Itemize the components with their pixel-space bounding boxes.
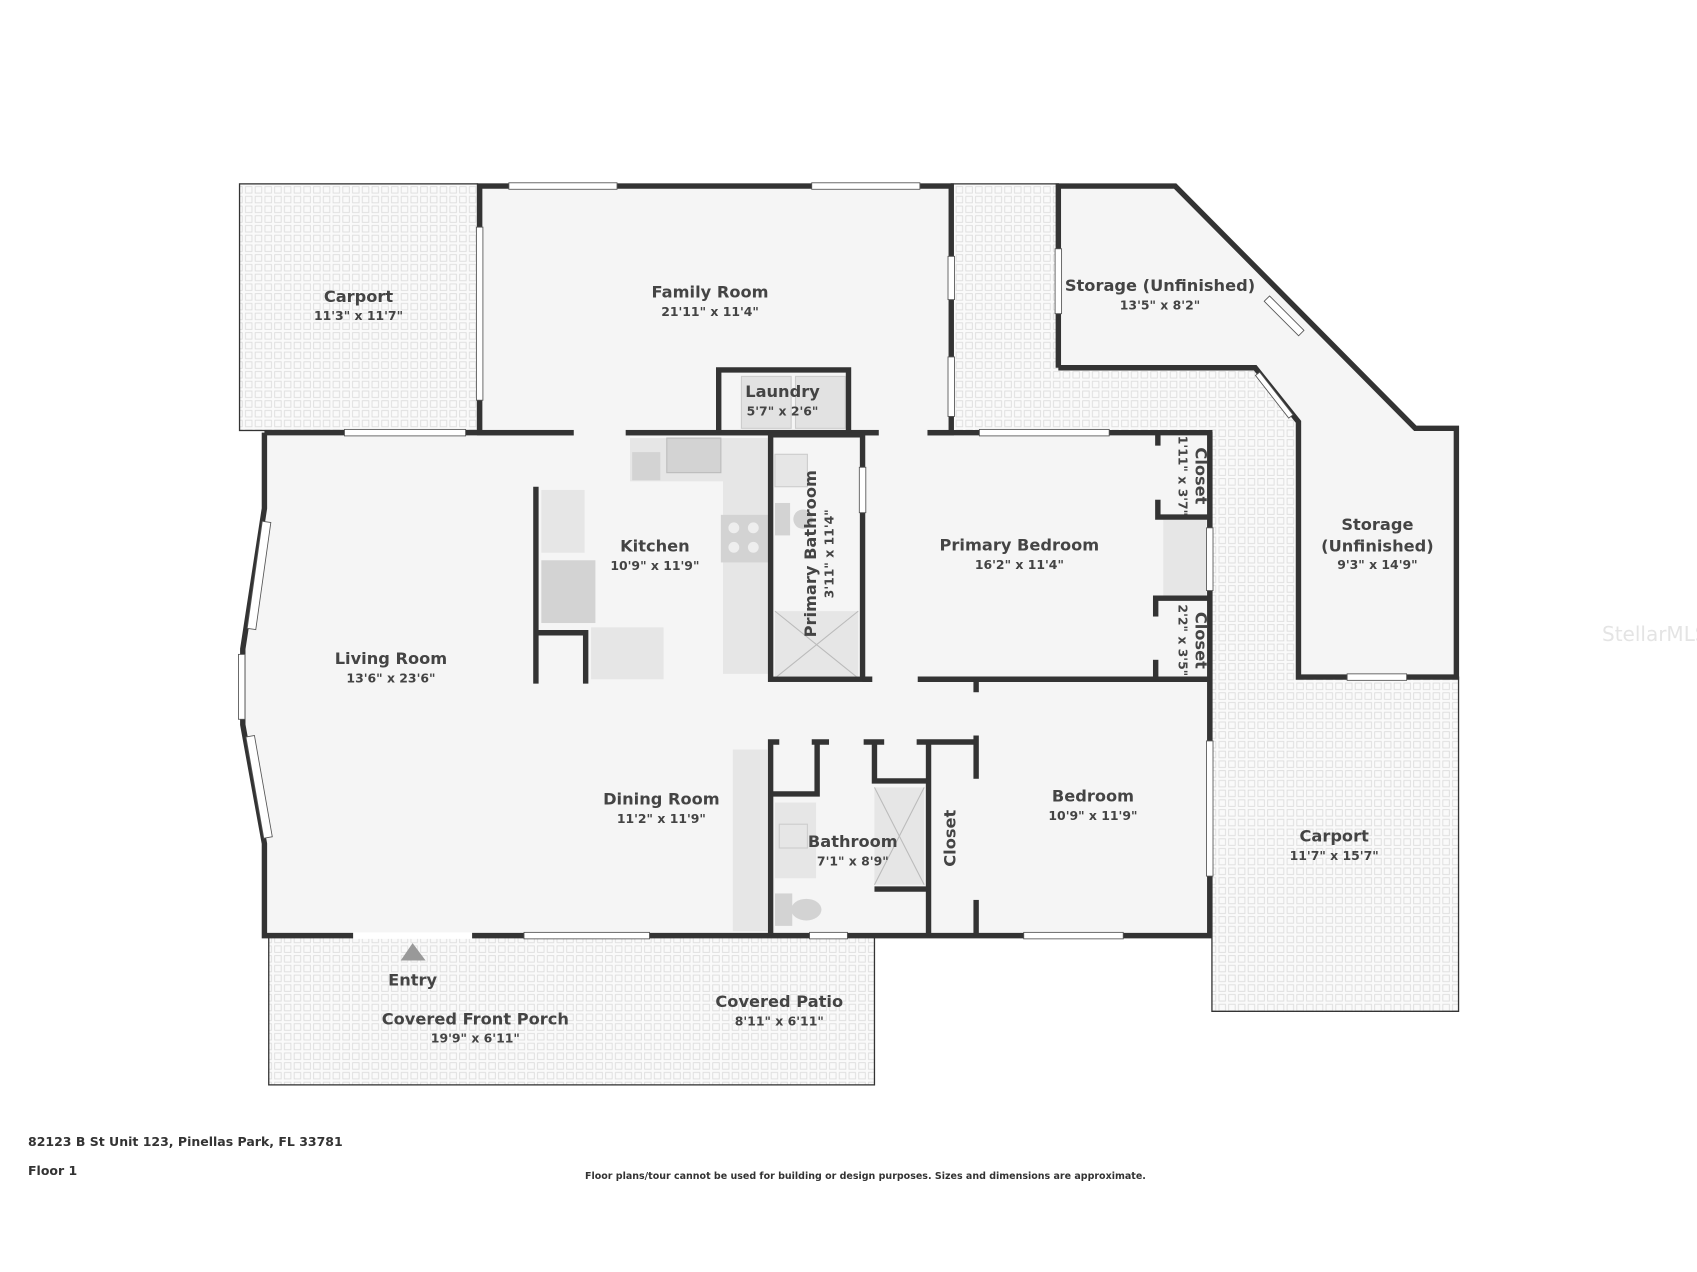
kitchen-label: Kitchen (620, 537, 690, 556)
storage-right-label: Storage (1341, 515, 1413, 534)
dining-room-label: Dining Room (603, 790, 720, 809)
carport-left-label: Carport (324, 287, 394, 306)
floor-label: Floor 1 (28, 1163, 78, 1178)
svg-text:3'11" x 11'4": 3'11" x 11'4" (821, 509, 836, 598)
svg-text:7'1" x 8'9": 7'1" x 8'9" (817, 853, 889, 868)
storage-top-label: Storage (Unfinished) (1065, 276, 1255, 295)
svg-text:21'11" x 11'4": 21'11" x 11'4" (661, 304, 759, 319)
bathroom-label: Bathroom (808, 832, 898, 851)
primary-bedroom-label: Primary Bedroom (940, 536, 1100, 555)
address: 82123 B St Unit 123, Pinellas Park, FL 3… (28, 1134, 343, 1149)
entry-label: Entry (388, 970, 437, 989)
svg-text:11'2" x 11'9": 11'2" x 11'9" (617, 811, 706, 826)
closet-hall-label: Closet (941, 810, 960, 867)
bedroom-label: Bedroom (1052, 786, 1134, 805)
bathroom-fixtures (732, 375, 1207, 932)
svg-text:19'9" x 6'11": 19'9" x 6'11" (431, 1031, 520, 1046)
carport-right-label: Carport (1299, 827, 1369, 846)
porch-area (268, 934, 876, 1086)
svg-text:2'2" x 3'5": 2'2" x 3'5" (1175, 604, 1190, 676)
svg-text:10'9" x 11'9": 10'9" x 11'9" (1048, 808, 1137, 823)
windows (238, 182, 1408, 940)
svg-text:1'11" x 3'7": 1'11" x 3'7" (1175, 436, 1190, 516)
closet-top-label: Closet (1192, 447, 1211, 504)
svg-text:16'2" x 11'4": 16'2" x 11'4" (975, 557, 1064, 572)
svg-text:10'9" x 11'9": 10'9" x 11'9" (610, 558, 699, 573)
covered-front-porch-label: Covered Front Porch (382, 1009, 569, 1028)
entry-arrow-icon (400, 943, 426, 961)
primary-bathroom-label: Primary Bathroom (801, 470, 820, 637)
svg-text:11'3" x 11'7": 11'3" x 11'7" (314, 308, 403, 323)
svg-text:13'6" x 23'6": 13'6" x 23'6" (346, 671, 435, 686)
family-room-label: Family Room (652, 282, 769, 301)
room-labels: Carport 11'3" x 11'7" Family Room 21'11"… (314, 276, 1434, 1046)
svg-text:11'7" x 15'7": 11'7" x 15'7" (1290, 848, 1379, 863)
svg-text:5'7" x 2'6": 5'7" x 2'6" (747, 403, 819, 418)
svg-text:13'5" x 8'2": 13'5" x 8'2" (1120, 297, 1200, 312)
disclaimer: Floor plans/tour cannot be used for buil… (585, 1171, 1146, 1182)
svg-text:8'11" x 6'11": 8'11" x 6'11" (735, 1013, 824, 1028)
kitchen-fixtures (541, 437, 771, 680)
watermark: StellarMLS (1602, 622, 1697, 646)
svg-text:(Unfinished): (Unfinished) (1321, 537, 1433, 556)
closet-bottom-label: Closet (1192, 612, 1211, 669)
covered-patio-label: Covered Patio (715, 992, 843, 1011)
living-room-label: Living Room (335, 649, 448, 668)
laundry-label: Laundry (745, 382, 820, 401)
carport-left-area (238, 183, 479, 432)
svg-text:9'3" x 14'9": 9'3" x 14'9" (1337, 557, 1417, 572)
